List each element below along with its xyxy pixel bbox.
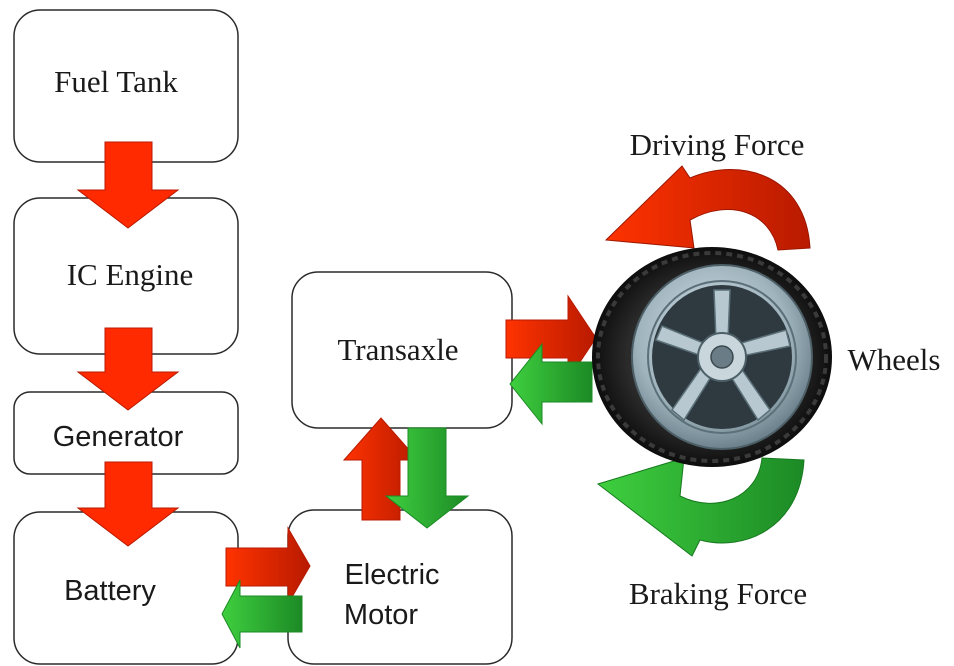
- curved-arrow-icon: [596, 457, 805, 557]
- braking-force-label: Braking Force: [629, 576, 807, 611]
- electric-motor-label-line2: Motor: [344, 599, 418, 631]
- wheel-icon: [592, 247, 832, 467]
- fuel-tank-block: Fuel Tank: [13, 9, 239, 163]
- arrow-transaxle-to-wheel: [505, 294, 597, 382]
- wheels-label: Wheels: [848, 342, 941, 377]
- transaxle-label: Transaxle: [337, 332, 458, 367]
- curved-arrow-icon: [604, 165, 811, 251]
- arrow-motor-to-battery: [221, 579, 303, 649]
- electric-motor-label-line1: Electric: [344, 559, 439, 591]
- fuel-tank-label: Fuel Tank: [54, 64, 178, 99]
- arrow-wheel-to-transaxle: [509, 342, 593, 426]
- driving-force-label: Driving Force: [630, 127, 805, 162]
- generator-label: Generator: [53, 421, 184, 453]
- arrow-engine-to-generator: [76, 327, 180, 411]
- electric-motor-block: Electric Motor: [287, 509, 513, 665]
- transaxle-block: Transaxle: [291, 271, 513, 429]
- battery-label: Battery: [64, 575, 156, 607]
- arrow-fuel-to-engine: [76, 141, 180, 229]
- arrow-generator-to-battery: [76, 461, 180, 547]
- arrow-motor-to-transaxle: [342, 417, 420, 521]
- arrow-transaxle-to-motor: [384, 427, 470, 529]
- generator-block: Generator: [13, 391, 239, 475]
- ic-engine-label: IC Engine: [67, 257, 194, 292]
